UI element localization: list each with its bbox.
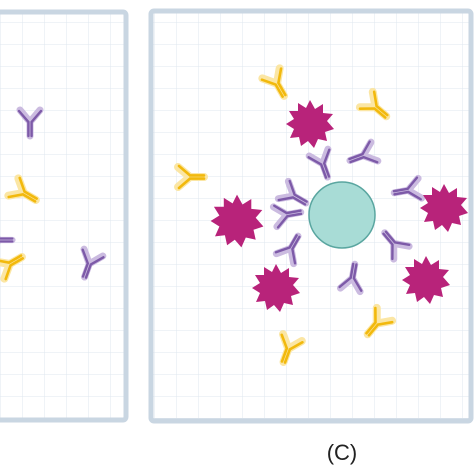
center-cell-icon	[308, 181, 376, 249]
left-panel	[0, 9, 129, 423]
panel-label: (C)	[326, 440, 358, 465]
